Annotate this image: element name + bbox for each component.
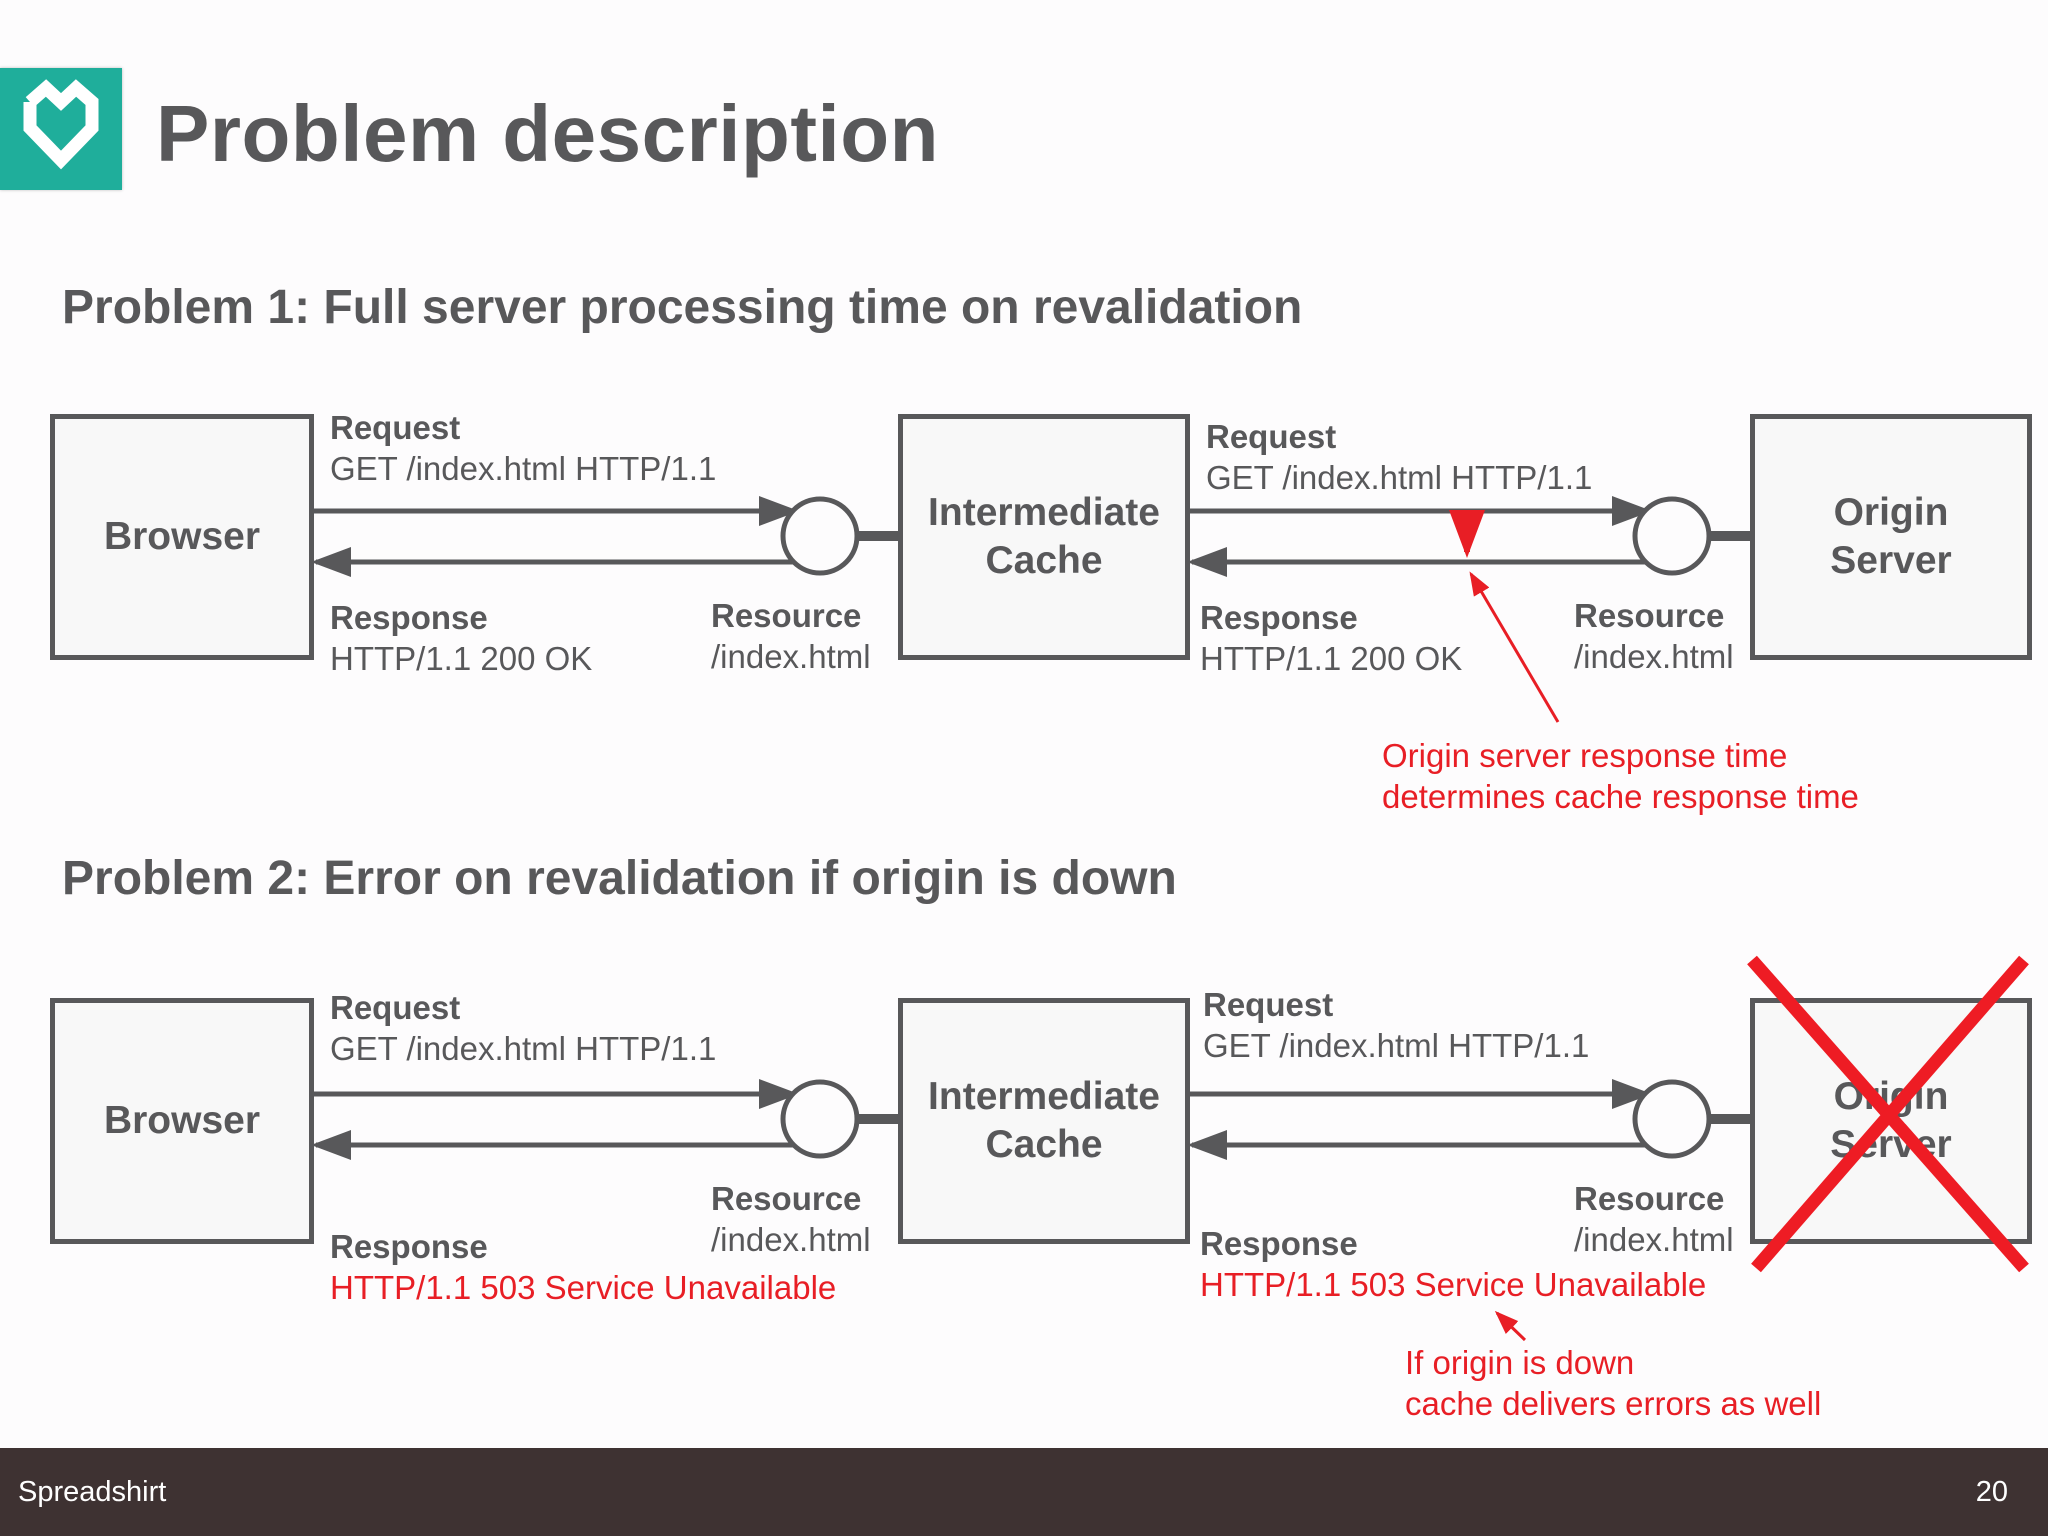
p2-left-request-label: Request — [330, 989, 461, 1026]
p2-left-resource: Resource /index.html — [711, 1178, 871, 1260]
p2-left-response-label: Response — [330, 1228, 488, 1265]
p1-note: Origin server response time determines c… — [1382, 735, 1859, 817]
page-number: 20 — [1975, 1476, 2008, 1508]
p1-left-request-label: Request — [330, 409, 461, 446]
p1-right-request: Request GET /index.html HTTP/1.1 — [1206, 416, 1592, 498]
footer-brand: Spreadshirt — [18, 1476, 167, 1508]
p1-cache-box: Intermediate Cache — [898, 414, 1190, 660]
p2-right-resource-label: Resource — [1574, 1180, 1725, 1217]
problem2-heading: Problem 2: Error on revalidation if orig… — [62, 852, 1177, 905]
origin-down-x-icon — [1747, 955, 2029, 1273]
p1-right-resource: Resource /index.html — [1574, 595, 1734, 677]
p2-right-request: Request GET /index.html HTTP/1.1 — [1203, 984, 1589, 1066]
p2-note-line1: If origin is down — [1405, 1344, 1635, 1381]
p2-browser-box: Browser — [50, 998, 314, 1244]
problem1-heading: Problem 1: Full server processing time o… — [62, 281, 1303, 334]
p1-right-response-label: Response — [1200, 599, 1358, 636]
p1-left-resource-label: Resource — [711, 597, 862, 634]
p1-right-request-label: Request — [1206, 418, 1337, 455]
p2-note: If origin is down cache delivers errors … — [1405, 1342, 1821, 1424]
p1-left-response: Response HTTP/1.1 200 OK — [330, 597, 592, 679]
p2-browser-label: Browser — [103, 1099, 261, 1142]
p1-left-socket-circle — [780, 496, 860, 576]
p1-note-line1: Origin server response time — [1382, 737, 1788, 774]
p1-right-socket-circle — [1632, 496, 1712, 576]
p1-origin-label: Origin Server — [1830, 491, 1952, 582]
p1-cache-label: Intermediate Cache — [928, 491, 1160, 582]
p2-right-resource: Resource /index.html — [1574, 1178, 1734, 1260]
p2-right-request-label: Request — [1203, 986, 1334, 1023]
p2-left-resource-label: Resource — [711, 1180, 862, 1217]
p1-note-pointer-arrow — [1469, 571, 1560, 723]
p2-right-response-value: HTTP/1.1 503 Service Unavailable — [1200, 1266, 1707, 1303]
p2-left-response: Response HTTP/1.1 503 Service Unavailabl… — [330, 1226, 836, 1308]
p1-left-response-label: Response — [330, 599, 488, 636]
p1-left-request-value: GET /index.html HTTP/1.1 — [330, 450, 717, 487]
p1-right-request-value: GET /index.html HTTP/1.1 — [1206, 459, 1593, 496]
p2-note-line2: cache delivers errors as well — [1405, 1385, 1822, 1422]
p1-left-resource: Resource /index.html — [711, 595, 871, 677]
p2-cache-box: Intermediate Cache — [898, 998, 1190, 1244]
p1-connectors — [311, 496, 1750, 723]
p1-left-resource-value: /index.html — [711, 638, 871, 675]
p2-left-request: Request GET /index.html HTTP/1.1 — [330, 987, 716, 1069]
p1-left-response-value: HTTP/1.1 200 OK — [330, 640, 593, 677]
p2-left-resource-value: /index.html — [711, 1221, 871, 1258]
p2-left-response-value: HTTP/1.1 503 Service Unavailable — [330, 1269, 837, 1306]
p2-left-socket-circle — [780, 1079, 860, 1159]
p2-right-socket-circle — [1632, 1079, 1712, 1159]
p2-right-response: Response HTTP/1.1 503 Service Unavailabl… — [1200, 1223, 1706, 1305]
p1-right-response-value: HTTP/1.1 200 OK — [1200, 640, 1463, 677]
footer-bar: Spreadshirt 20 — [0, 1448, 2048, 1536]
slide-title: Problem description — [156, 89, 939, 178]
p2-connectors — [311, 955, 2029, 1342]
logo — [0, 68, 122, 190]
p1-right-resource-value: /index.html — [1574, 638, 1734, 675]
p2-right-resource-value: /index.html — [1574, 1221, 1734, 1258]
p1-right-resource-label: Resource — [1574, 597, 1725, 634]
p2-right-response-label: Response — [1200, 1225, 1358, 1262]
p1-browser-box: Browser — [50, 414, 314, 660]
p2-cache-label: Intermediate Cache — [928, 1075, 1160, 1166]
p1-right-response: Response HTTP/1.1 200 OK — [1200, 597, 1462, 679]
p1-browser-label: Browser — [103, 515, 261, 558]
p1-left-request: Request GET /index.html HTTP/1.1 — [330, 407, 716, 489]
p1-origin-box: Origin Server — [1750, 414, 2032, 660]
heart-diamond-icon — [23, 79, 99, 170]
p2-right-request-value: GET /index.html HTTP/1.1 — [1203, 1027, 1590, 1064]
p1-note-line2: determines cache response time — [1382, 778, 1859, 815]
p2-note-pointer-arrow — [1494, 1310, 1527, 1342]
p2-left-request-value: GET /index.html HTTP/1.1 — [330, 1030, 717, 1067]
